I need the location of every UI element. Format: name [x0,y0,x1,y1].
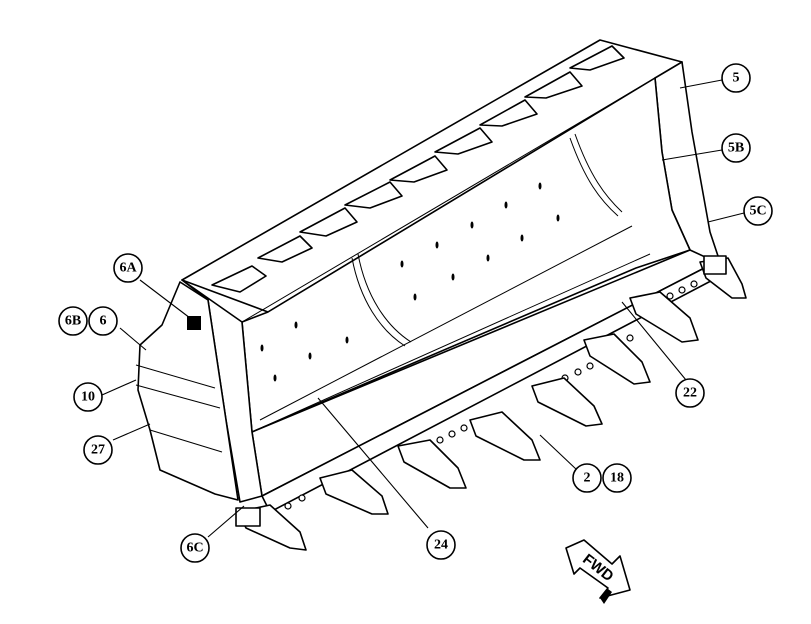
leader-lines [101,79,745,538]
callout-label: 24 [434,538,448,553]
callout-label: 18 [610,471,624,486]
left-outer-box [137,281,239,501]
callout-18: 18 [602,463,632,493]
callout-2: 2 [572,463,602,493]
callout-label: 22 [683,386,697,401]
callout-27: 27 [83,435,113,465]
callout-5c: 5C [743,196,773,226]
callout-6: 6 [88,306,118,336]
plate-details [135,77,656,453]
callout-label: 27 [91,443,105,458]
bucket-teeth [235,255,747,551]
callout-label: 6B [65,314,81,329]
callout-label: 6 [100,314,107,329]
tooth [469,411,541,461]
tooth [235,504,307,551]
tooth [583,333,651,385]
callout-label: 5C [749,204,766,219]
callout-10: 10 [73,382,103,412]
tooth [699,255,747,299]
callout-24: 24 [426,530,456,560]
bucket-body [137,39,729,513]
callout-5b: 5B [721,133,751,163]
decal-block [187,316,201,330]
tooth [397,439,467,489]
callout-6b: 6B [58,306,88,336]
callout-5: 5 [721,63,751,93]
tooth [531,377,603,427]
arrow-icon [565,539,631,599]
back-wall-slots [260,182,560,382]
callout-6a: 6A [113,253,143,283]
tooth [319,469,389,515]
callout-label: 5 [733,71,740,86]
callout-label: 6A [119,261,137,276]
top-ribs [211,45,625,293]
callout-label: 5B [728,141,744,156]
tooth [629,291,699,343]
callout-label: 2 [584,471,591,486]
callout-6c: 6C [180,533,210,563]
callout-22: 22 [675,378,705,408]
forward-direction-arrow: FWD [565,539,631,604]
callout-label: 10 [81,390,95,405]
callout-label: 6C [186,541,203,556]
